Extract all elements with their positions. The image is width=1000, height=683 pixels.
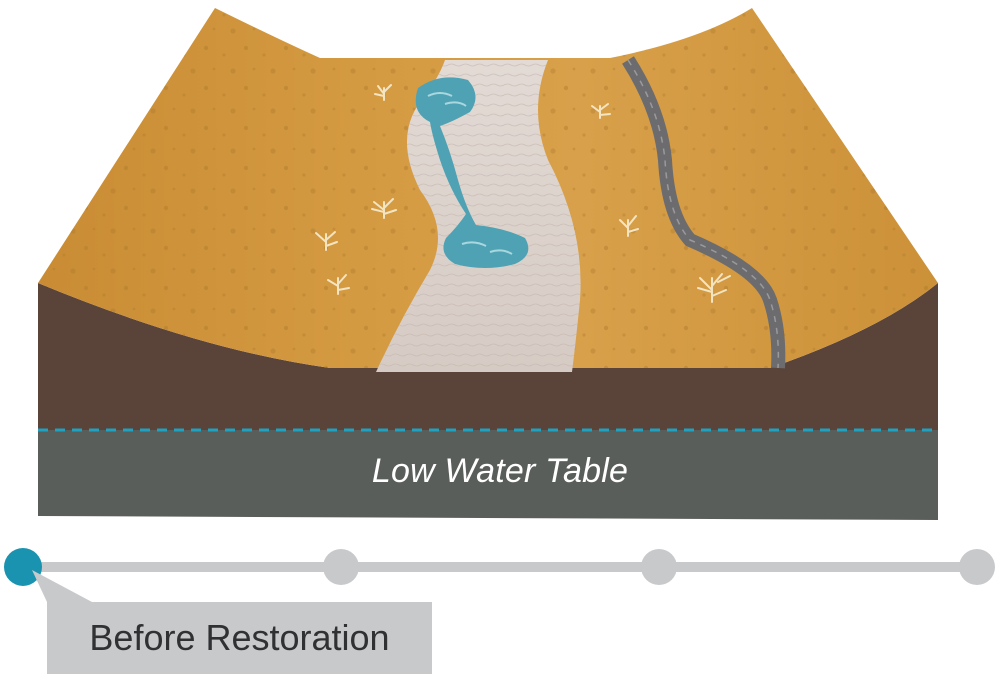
timeline-track[interactable] xyxy=(22,562,977,572)
soil-layer xyxy=(38,283,938,430)
timeline-stop-1[interactable] xyxy=(4,548,42,586)
timeline-stop-3[interactable] xyxy=(641,549,677,585)
dead-shrubs xyxy=(315,84,731,303)
remnant-water-pools xyxy=(415,77,529,268)
stage-label-callout: Before Restoration xyxy=(47,602,432,674)
timeline-stop-2[interactable] xyxy=(323,549,359,585)
groundwater-layer xyxy=(38,430,938,520)
callout-pointer xyxy=(32,570,92,602)
timeline-stop-4[interactable] xyxy=(959,549,995,585)
water-table-label: Low Water Table xyxy=(371,452,629,490)
